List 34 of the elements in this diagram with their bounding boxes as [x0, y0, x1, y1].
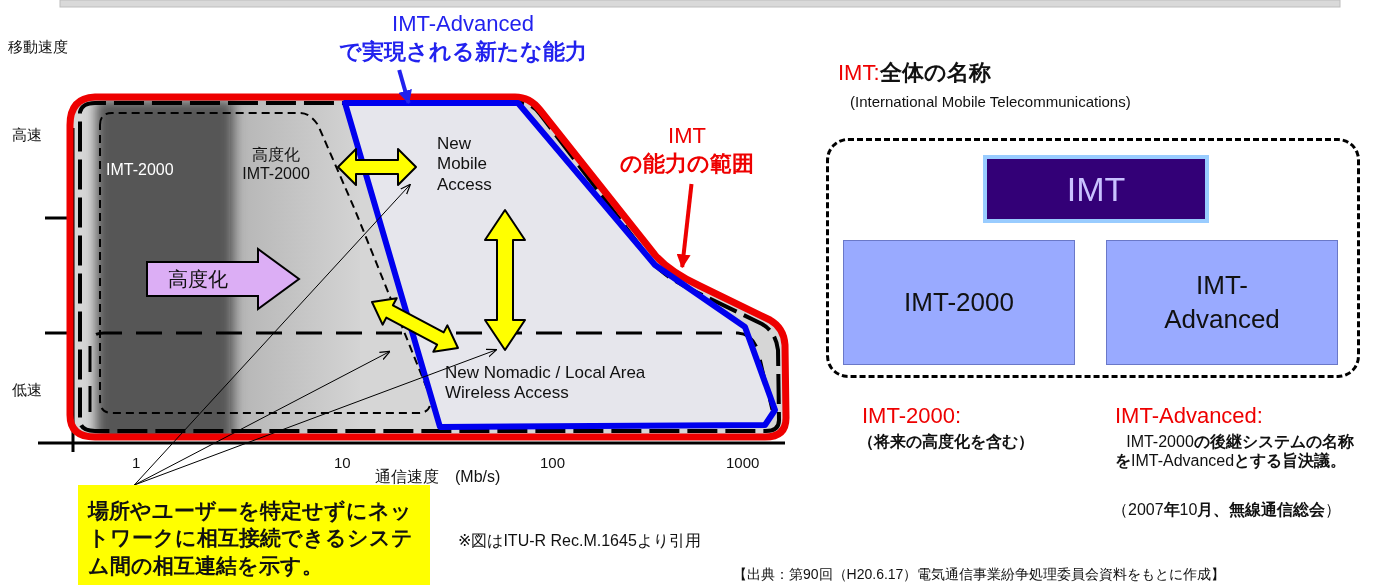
- region-label: IMT-2000: [106, 160, 175, 180]
- dashed-group-box: [826, 138, 1360, 378]
- source-note: 【出典：第90回（H20.6.17）電気通信事業紛争処理委員会資料をもとに作成】: [733, 566, 1227, 583]
- arrow: [676, 183, 694, 269]
- axis-label: 移動速度: [8, 38, 69, 56]
- region-label: New Nomadic / Local Area Wireless Access: [445, 363, 647, 404]
- leader-line: [133, 348, 498, 486]
- tick-label: 1: [132, 454, 142, 472]
- leader-line: [133, 183, 412, 486]
- heading: IMT:全体の名称: [838, 60, 992, 87]
- definition-text: （将来の高度化を含む）: [858, 432, 1035, 452]
- source-note: ※図はITU-R Rec.M.1645より引用: [458, 531, 702, 551]
- note-box: 場所やユーザーを特定せずにネットワークに相互接続できるシステム間の相互連結を示す。: [78, 485, 430, 585]
- tick-label: 100: [540, 454, 567, 472]
- definition-text: IMT-2000の後継システムの名称をIMT-Advancedとする旨決議。: [1115, 432, 1355, 471]
- callout-text: IMT-Advancedで実現される新たな能力: [318, 10, 608, 70]
- system-box: IMT-2000: [843, 240, 1075, 365]
- axis-label: 高速: [12, 126, 43, 144]
- subheading: (International Mobile Telecommunications): [850, 93, 1132, 111]
- arrow: [397, 69, 412, 105]
- axis-label: 通信速度 (Mb/s): [375, 467, 502, 487]
- term-label: IMT-Advanced:: [1115, 403, 1264, 430]
- leader-line: [133, 350, 391, 486]
- callout-text: IMTの能力の範囲: [612, 122, 762, 184]
- system-box: IMT-Advanced: [1106, 240, 1338, 365]
- tick-label: 10: [334, 454, 352, 472]
- axis-label: 低速: [12, 381, 43, 399]
- system-box: IMT: [983, 155, 1209, 223]
- term-label: IMT-2000:: [862, 403, 963, 430]
- tick-label: 1000: [726, 454, 761, 472]
- region-label: New Mobile Access: [437, 134, 493, 196]
- region-label: 高度化 IMT-2000: [241, 145, 311, 184]
- definition-text: （2007年10月、無線通信総会）: [1112, 500, 1343, 520]
- capability-region: [342, 100, 778, 430]
